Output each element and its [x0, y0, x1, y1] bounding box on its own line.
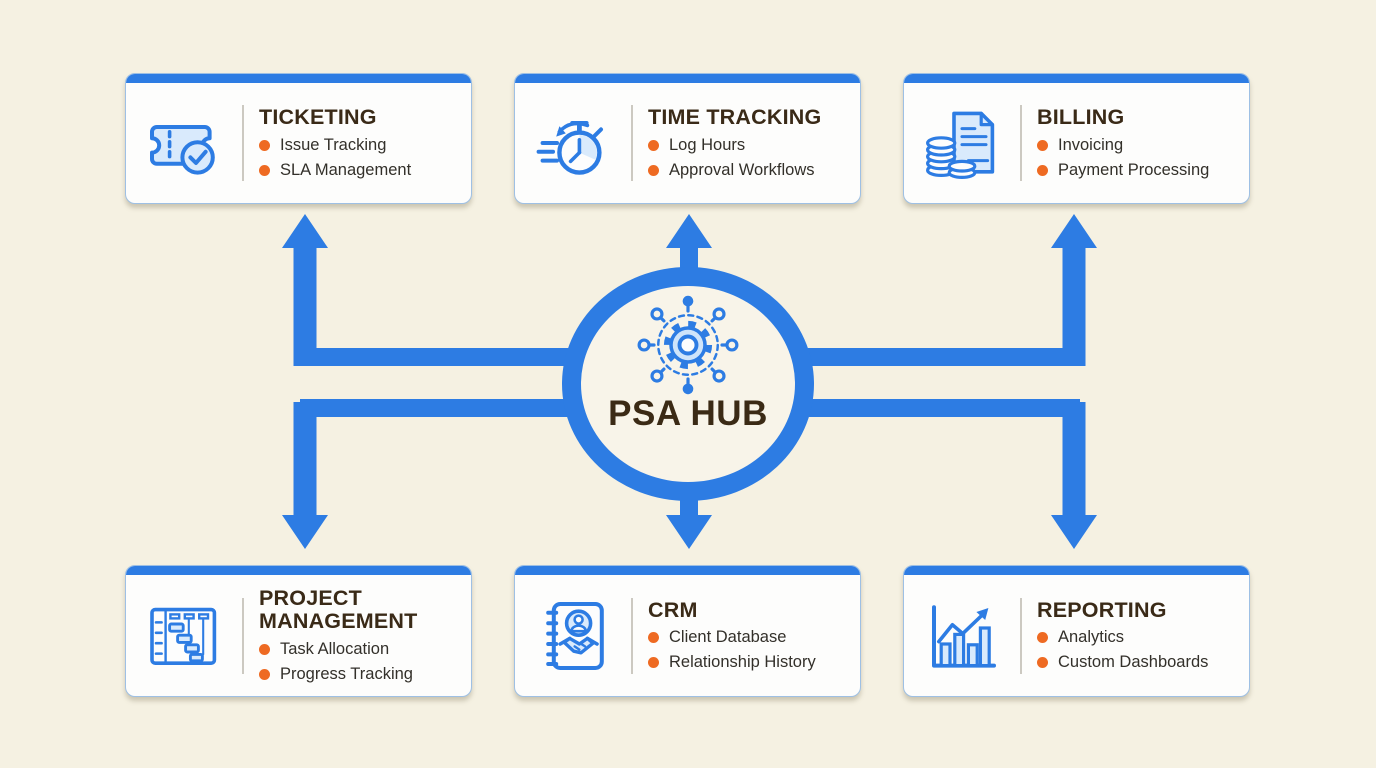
card-billing: BILLING Invoicing Payment Processing: [903, 73, 1250, 204]
shaft-right-down: [1062, 402, 1086, 518]
arrow-to-crm: [666, 515, 712, 549]
card-divider: [242, 597, 244, 674]
card-title: CRM: [648, 597, 698, 622]
card-divider: [631, 597, 633, 674]
card-title: REPORTING: [1037, 597, 1167, 622]
card-title: TICKETING: [259, 105, 377, 130]
card-accent-bar: [515, 74, 860, 83]
gantt-board-icon: [150, 607, 217, 665]
invoice-coins-icon: [926, 111, 995, 180]
bullet-dot: [648, 139, 659, 151]
bullet-dot: [648, 164, 659, 176]
arrow-to-ticketing: [282, 214, 328, 248]
arrow-to-reporting: [1051, 515, 1097, 549]
card-divider: [1020, 105, 1022, 181]
card-divider: [631, 105, 633, 181]
arrow-to-time-tracking: [666, 214, 712, 248]
card-project-management: PROJECT MANAGEMENT Task Allocation Progr…: [125, 565, 472, 697]
card-time-tracking: TIME TRACKING Log Hours Approval Workflo…: [514, 73, 861, 204]
stopwatch-icon: [536, 121, 603, 175]
hub-label: PSA HUB: [608, 394, 768, 433]
bullet-dot: [1037, 139, 1048, 151]
card-accent-bar: [126, 566, 471, 575]
list-item: Relationship History: [648, 653, 816, 672]
list-item: Analytics: [1037, 628, 1208, 647]
card-title: TIME TRACKING: [648, 105, 822, 130]
card-reporting: REPORTING Analytics Custom Dashboards: [903, 565, 1250, 697]
card-accent-bar: [904, 74, 1249, 83]
bullet-dot: [259, 643, 270, 655]
bullet-dot: [1037, 657, 1048, 669]
shaft-left-up: [293, 245, 317, 366]
arrow-to-project-management: [282, 515, 328, 549]
bullet-dot: [1037, 164, 1048, 176]
card-title: BILLING: [1037, 105, 1125, 130]
card-ticketing: TICKETING Issue Tracking SLA Management: [125, 73, 472, 204]
list-item: Task Allocation: [259, 640, 465, 659]
card-crm: CRM Client Database Relationship History: [514, 565, 861, 697]
list-item: SLA Management: [259, 161, 411, 180]
bullet-dot: [259, 668, 270, 680]
card-accent-bar: [515, 566, 860, 575]
list-item: Invoicing: [1037, 136, 1209, 155]
card-divider: [1020, 597, 1022, 674]
list-item: Progress Tracking: [259, 665, 465, 684]
arrow-to-billing: [1051, 214, 1097, 248]
card-accent-bar: [126, 74, 471, 83]
gear-network-icon: [637, 295, 739, 395]
list-item: Custom Dashboards: [1037, 653, 1208, 672]
bullet-dot: [648, 657, 659, 669]
contact-book-handshake-icon: [546, 601, 604, 670]
card-accent-bar: [904, 566, 1249, 575]
bullet-dot: [648, 632, 659, 644]
list-item: Approval Workflows: [648, 161, 821, 180]
list-item: Payment Processing: [1037, 161, 1209, 180]
shaft-left-down: [293, 402, 317, 518]
shaft-right-up: [1062, 245, 1086, 366]
bullet-dot: [1037, 632, 1048, 644]
list-item: Issue Tracking: [259, 136, 411, 155]
bullet-dot: [259, 164, 270, 176]
bar-chart-growth-icon: [932, 604, 996, 668]
ticket-icon: [150, 125, 215, 175]
list-item: Log Hours: [648, 136, 821, 155]
list-item: Client Database: [648, 628, 816, 647]
card-title: PROJECT MANAGEMENT: [259, 586, 418, 633]
psa-hub-node: PSA HUB: [562, 267, 814, 501]
card-divider: [242, 105, 244, 181]
bullet-dot: [259, 139, 270, 151]
